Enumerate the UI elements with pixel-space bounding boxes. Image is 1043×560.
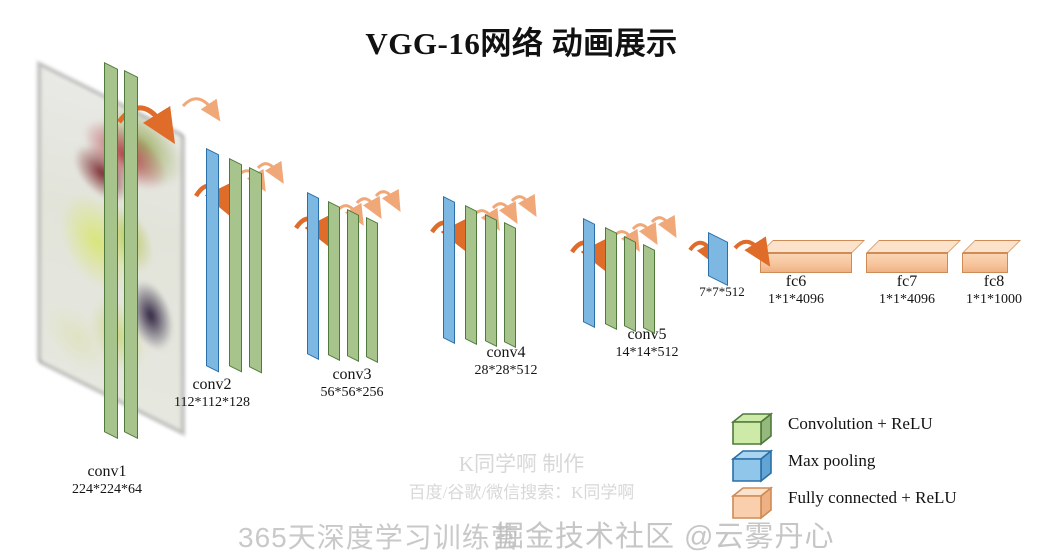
fc-bar-fc7 bbox=[866, 240, 961, 273]
label-conv1-dims: 224*224*64 bbox=[72, 482, 142, 497]
watermark-site: 365天深度学习训练营 bbox=[238, 522, 520, 553]
fc-bar-fc8 bbox=[962, 240, 1021, 273]
slab-front-face bbox=[504, 222, 516, 348]
flow-arrow bbox=[374, 188, 401, 212]
label-fc7-name: fc7 bbox=[896, 273, 918, 290]
label-pool-dims: 7*7*512 bbox=[699, 284, 745, 299]
label-fc8: fc8 1*1*1000 bbox=[945, 272, 1043, 309]
slab-front-face bbox=[443, 196, 455, 344]
label-conv1-name: conv1 bbox=[87, 463, 127, 480]
legend-label-maxpooling: Max pooling bbox=[788, 451, 876, 470]
label-conv2-name: conv2 bbox=[192, 376, 232, 393]
slab-front-face bbox=[605, 227, 617, 330]
fc-bar-fc6 bbox=[760, 240, 865, 273]
label-fc6-dims: 1*1*4096 bbox=[768, 292, 824, 307]
maxpool-slab bbox=[307, 192, 319, 360]
conv-slab bbox=[347, 209, 359, 362]
fc-bar-top bbox=[962, 240, 1021, 253]
label-fc6: fc6 1*1*4096 bbox=[737, 272, 855, 309]
conv-slab bbox=[366, 217, 378, 363]
label-conv3: conv3 56*56*256 bbox=[268, 365, 436, 402]
flow-arrow bbox=[491, 200, 518, 224]
label-conv1: conv1 224*224*64 bbox=[42, 462, 172, 499]
label-conv3-name: conv3 bbox=[332, 366, 372, 383]
fc-bar-top bbox=[760, 240, 865, 253]
label-fc7: fc7 1*1*4096 bbox=[848, 272, 966, 309]
conv-slab bbox=[124, 70, 138, 439]
legend-label-fullyconnected: Fully connected + ReLU bbox=[788, 488, 957, 507]
label-pool-7x7: 7*7*512 bbox=[677, 283, 767, 301]
label-fc8-dims: 1*1*1000 bbox=[966, 292, 1022, 307]
fc-bar-top bbox=[866, 240, 961, 253]
label-conv4-name: conv4 bbox=[486, 344, 526, 361]
slab-front-face bbox=[229, 158, 242, 373]
conv-slab bbox=[624, 236, 636, 332]
slab-front-face bbox=[643, 244, 655, 334]
label-fc7-dims: 1*1*4096 bbox=[879, 292, 935, 307]
conv-slab bbox=[328, 201, 340, 361]
fc-bar-front bbox=[962, 253, 1008, 273]
label-conv4-dims: 28*28*512 bbox=[474, 363, 538, 378]
slab-front-face bbox=[347, 209, 359, 362]
slab-front-face bbox=[124, 70, 138, 439]
conv-slab bbox=[504, 222, 516, 348]
maxpool-slab bbox=[583, 218, 595, 328]
label-conv4: conv4 28*28*512 bbox=[425, 343, 587, 380]
label-conv5-dims: 14*14*512 bbox=[615, 345, 679, 360]
label-conv3-dims: 56*56*256 bbox=[320, 385, 384, 400]
slab-front-face bbox=[104, 62, 118, 439]
slab-front-face bbox=[583, 218, 595, 328]
slab-front-face bbox=[366, 217, 378, 363]
watermark-search: 百度/谷歌/微信搜索：K同学啊 bbox=[408, 483, 635, 502]
conv-slab bbox=[249, 167, 262, 374]
flow-arrow bbox=[631, 221, 658, 245]
maxpool-slab bbox=[443, 196, 455, 344]
flow-arrow bbox=[181, 97, 221, 122]
slab-front-face bbox=[206, 148, 219, 373]
fc-bar-front bbox=[866, 253, 948, 273]
slab-front-face bbox=[708, 232, 728, 286]
label-fc8-name: fc8 bbox=[983, 273, 1005, 290]
orange-cube-icon bbox=[731, 486, 773, 520]
conv-slab bbox=[465, 205, 477, 345]
slab-front-face bbox=[465, 205, 477, 345]
maxpool-slab bbox=[206, 148, 219, 373]
watermark-community: 掘金技术社区 @云雾丹心 bbox=[495, 521, 835, 553]
label-conv2: conv2 112*112*128 bbox=[122, 375, 302, 412]
label-conv5: conv5 14*14*512 bbox=[566, 325, 728, 362]
conv-slab bbox=[229, 158, 242, 373]
fc-bar-front bbox=[760, 253, 852, 273]
maxpool-slab bbox=[708, 232, 728, 286]
blue-cube-icon bbox=[731, 449, 773, 483]
conv-slab bbox=[104, 62, 118, 439]
conv-slab bbox=[643, 244, 655, 334]
slab-front-face bbox=[485, 214, 497, 347]
flow-arrow bbox=[733, 236, 771, 267]
green-cube-icon bbox=[731, 412, 773, 446]
watermark-author: K同学啊 制作 bbox=[458, 452, 585, 476]
label-fc6-name: fc6 bbox=[785, 273, 807, 290]
slab-front-face bbox=[328, 201, 340, 361]
legend-label-convolution: Convolution + ReLU bbox=[788, 414, 933, 433]
slab-front-face bbox=[624, 236, 636, 332]
label-conv2-dims: 112*112*128 bbox=[174, 395, 250, 410]
page-title: VGG-16网络 动画展示 bbox=[365, 26, 678, 61]
label-conv5-name: conv5 bbox=[627, 326, 667, 343]
conv-slab bbox=[485, 214, 497, 347]
conv-slab bbox=[605, 227, 617, 330]
flow-arrow bbox=[510, 193, 537, 217]
flow-arrow bbox=[355, 195, 382, 219]
slab-front-face bbox=[249, 167, 262, 374]
flow-arrow bbox=[650, 214, 677, 238]
slab-front-face bbox=[307, 192, 319, 360]
